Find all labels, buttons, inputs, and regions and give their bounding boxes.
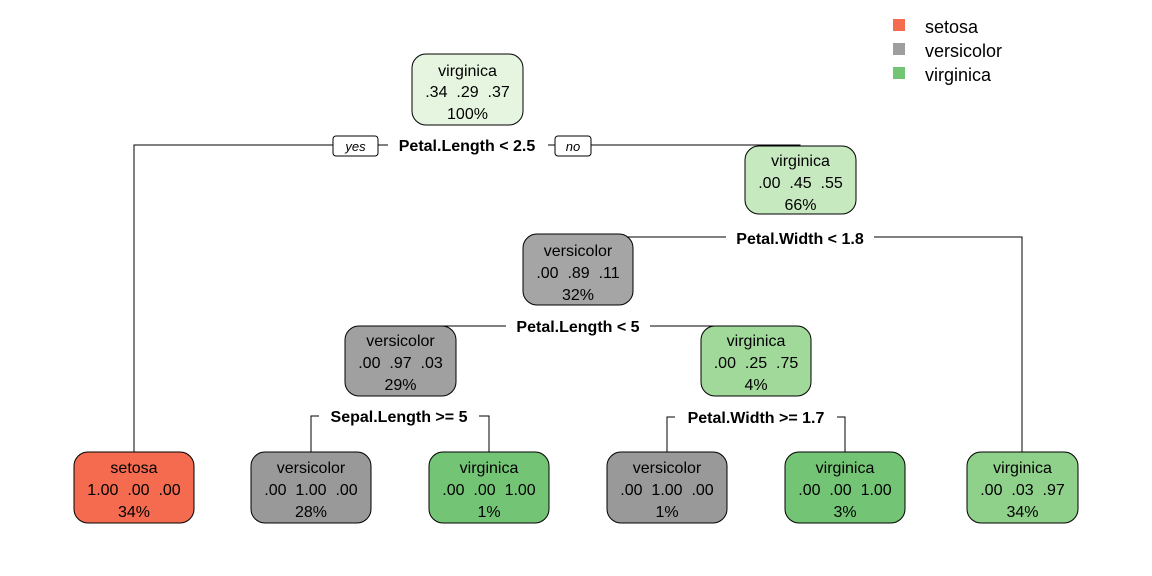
edge-n12-left — [310, 415, 319, 452]
node-percentage: 34% — [1006, 504, 1038, 521]
tree-node-n12: versicolor .00 .97 .03 29% — [344, 325, 457, 397]
legend-item-setosa: setosa — [893, 17, 979, 37]
split-label-sepal-length: Sepal.Length >= 5 — [331, 409, 468, 426]
node-percentage: 100% — [447, 106, 488, 123]
node-box — [73, 451, 195, 524]
edge-n12-right — [479, 415, 490, 452]
tree-node-root: virginica .34 .29 .37 100% — [411, 53, 524, 126]
node-percentage: 34% — [118, 504, 150, 521]
node-class-label: versicolor — [633, 460, 702, 477]
legend-label-versicolor: versicolor — [925, 41, 1002, 61]
node-class-label: virginica — [993, 460, 1052, 477]
node-box — [522, 233, 634, 306]
legend-swatch-setosa — [893, 19, 905, 31]
node-probabilities: .00 .45 .55 — [758, 175, 843, 192]
edge-n3-right — [874, 236, 1023, 452]
node-probabilities: .00 1.00 .00 — [264, 482, 358, 499]
node-class-label: virginica — [727, 333, 786, 350]
edge-n13-right — [837, 416, 846, 452]
node-probabilities: .00 .00 1.00 — [798, 482, 892, 499]
node-probabilities: 1.00 .00 .00 — [87, 482, 181, 499]
tree-leaf-n25: virginica .00 .00 1.00 1% — [428, 451, 550, 524]
node-probabilities: .00 .89 .11 — [536, 265, 619, 282]
node-percentage: 1% — [477, 504, 500, 521]
node-class-label: virginica — [438, 63, 497, 80]
node-class-label: versicolor — [277, 460, 346, 477]
legend-item-versicolor: versicolor — [893, 41, 1002, 61]
tree-leaf-n27: virginica .00 .00 1.00 3% — [784, 451, 906, 524]
legend-item-virginica: virginica — [893, 65, 992, 85]
node-box — [606, 451, 728, 524]
node-probabilities: .00 1.00 .00 — [620, 482, 714, 499]
legend-label-setosa: setosa — [925, 17, 979, 37]
node-class-label: versicolor — [544, 243, 613, 260]
legend: setosa versicolor virginica — [893, 17, 1002, 85]
node-percentage: 1% — [655, 504, 678, 521]
node-probabilities: .00 .00 1.00 — [442, 482, 536, 499]
split-label-petal-width: Petal.Width < 1.8 — [736, 231, 864, 248]
split-label-petal-width-2: Petal.Width >= 1.7 — [688, 410, 825, 427]
node-box — [428, 451, 550, 524]
node-percentage: 3% — [833, 504, 856, 521]
node-class-label: setosa — [110, 460, 157, 477]
edge-n13-left — [666, 416, 675, 452]
tree-leaf-n7: virginica .00 .03 .97 34% — [966, 451, 1079, 524]
tree-node-n6: versicolor .00 .89 .11 32% — [522, 233, 634, 306]
node-class-label: virginica — [460, 460, 519, 477]
split-label-root: Petal.Length < 2.5 — [399, 138, 536, 155]
edge-root-left — [133, 144, 388, 452]
tree-leaf-setosa: setosa 1.00 .00 .00 34% — [73, 451, 195, 524]
tree-node-n13: virginica .00 .25 .75 4% — [700, 325, 812, 397]
node-probabilities: .00 .25 .75 — [714, 355, 799, 372]
node-box — [784, 451, 906, 524]
node-box — [250, 451, 372, 524]
tree-node-n3: virginica .00 .45 .55 66% — [744, 145, 857, 215]
legend-label-virginica: virginica — [925, 65, 992, 85]
node-class-label: versicolor — [366, 333, 435, 350]
split-labels: Petal.Length < 2.5 Petal.Width < 1.8 Pet… — [331, 138, 864, 427]
node-box — [966, 451, 1079, 524]
node-percentage: 66% — [784, 197, 816, 214]
node-box — [344, 325, 457, 397]
split-label-petal-length: Petal.Length < 5 — [516, 319, 639, 336]
no-label-box: no — [554, 135, 592, 157]
node-percentage: 29% — [384, 377, 416, 394]
tree-leaf-n24: versicolor .00 1.00 .00 28% — [250, 451, 372, 524]
legend-swatch-versicolor — [893, 43, 905, 55]
tree-leaf-n26: versicolor .00 1.00 .00 1% — [606, 451, 728, 524]
node-box — [700, 325, 812, 397]
tree-edges — [133, 144, 1023, 452]
node-percentage: 28% — [295, 504, 327, 521]
node-box — [744, 145, 857, 215]
node-box — [411, 53, 524, 126]
node-class-label: virginica — [816, 460, 875, 477]
node-percentage: 4% — [744, 377, 767, 394]
yes-label: yes — [344, 139, 366, 154]
node-percentage: 32% — [562, 287, 594, 304]
legend-swatch-virginica — [893, 67, 905, 79]
yes-label-box: yes — [332, 135, 379, 157]
node-probabilities: .00 .03 .97 — [980, 482, 1065, 499]
node-class-label: virginica — [771, 153, 830, 170]
no-label: no — [566, 139, 580, 154]
node-probabilities: .34 .29 .37 — [425, 84, 510, 101]
node-probabilities: .00 .97 .03 — [358, 355, 443, 372]
